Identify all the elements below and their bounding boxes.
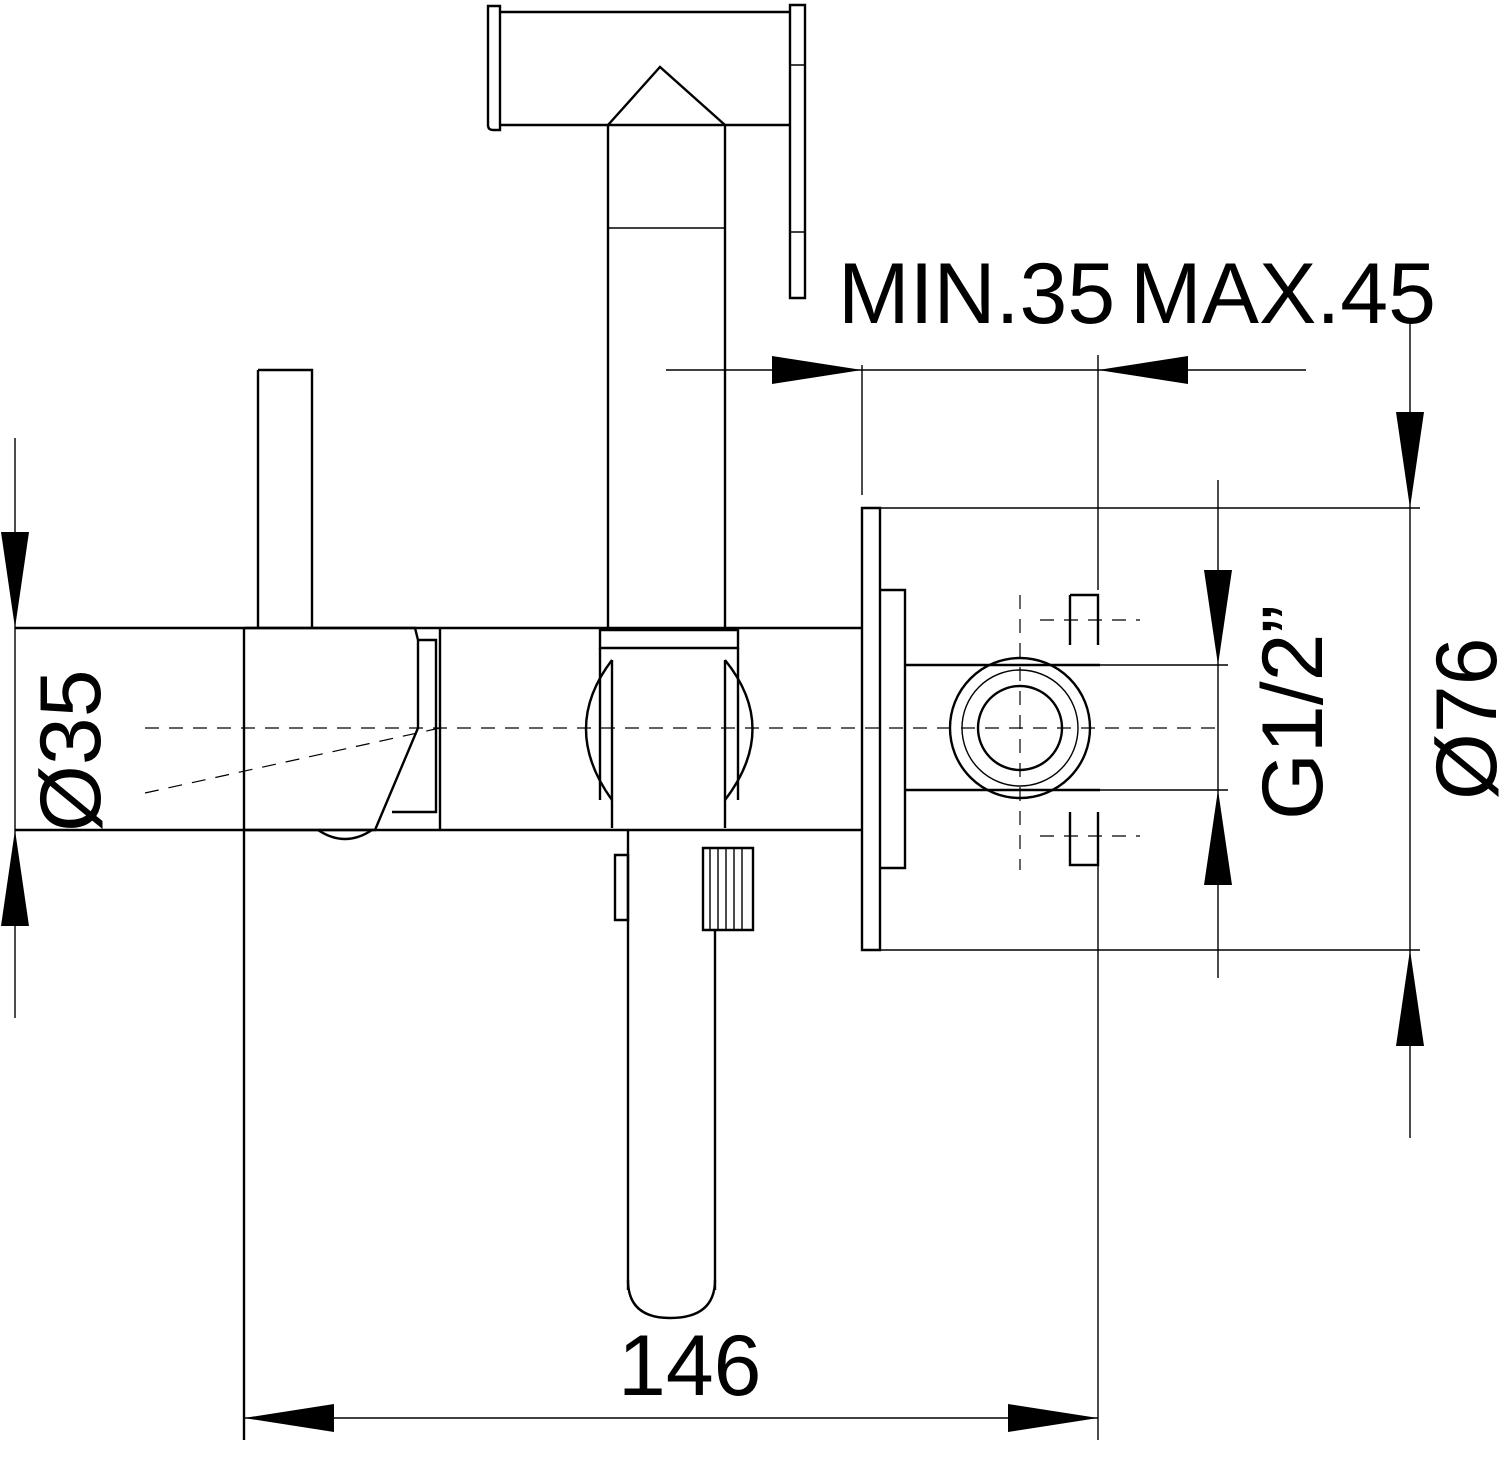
length-dimension: 146 [244, 860, 1099, 1440]
rosette-diameter-label: Ø76 [1419, 637, 1500, 800]
wall-rosette [860, 506, 907, 952]
spray-head [486, 3, 807, 628]
thread-label: G1/2” [1245, 605, 1341, 820]
lever-diameter-dimension: Ø35 [1, 438, 119, 1018]
depth-dimension: MIN.35 MAX.45 [666, 246, 1436, 590]
max-depth-label: MAX.45 [1130, 246, 1436, 342]
lever-angle-line [144, 727, 441, 794]
hose-connector [613, 830, 755, 1320]
threaded-connection [905, 593, 1140, 870]
holder-swivel [584, 628, 754, 828]
thread-dimension: G1/2” [1095, 480, 1341, 978]
overall-length-label: 146 [618, 1318, 762, 1414]
lever-diameter-label: Ø35 [23, 669, 119, 832]
min-depth-label: MIN.35 [838, 246, 1115, 342]
lever-handle [244, 368, 438, 841]
valve-body [15, 626, 862, 1440]
rosette-diameter-dimension: Ø76 [880, 318, 1500, 1138]
